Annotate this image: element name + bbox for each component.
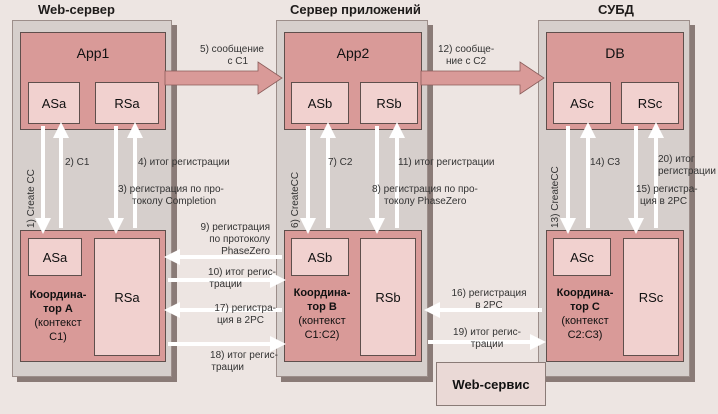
app1-label: App1 [76,45,110,61]
label-step-19: 19) итог регис-трации [453,327,521,350]
app2-label: App2 [336,45,370,61]
asa-coordinator-box: ASa [28,238,82,276]
rsb-app-box: RSb [360,82,418,124]
label-step-1: 1) Create CC [26,169,37,228]
label-step-10: 10) итог регис-трации [208,267,276,290]
label-step-8: 8) регистрация по про-токолу PhaseZero [372,184,478,207]
dbms-title: СУБД [598,2,634,17]
asc-db-box: ASc [553,82,611,124]
web-service-box: Web-сервис [436,362,546,406]
asb-coordinator-box: ASb [291,238,349,276]
label-step-6: 6) CreateCC [290,171,301,228]
rsb-coordinator-box: RSb [360,238,416,356]
arrow-step-5 [164,61,283,95]
label-step-15: 15) регистра-ция в 2PC [636,184,698,207]
rsa-app-box: RSa [95,82,159,124]
asa-app-box: ASa [28,82,80,124]
label-step-17: 17) регистра-ция в 2PC [214,303,276,326]
asc-coordinator-box: ASc [553,238,611,276]
db-label: DB [605,45,625,61]
label-step-4: 4) итог регистрации [138,157,230,168]
rsc-db-box: RSc [621,82,679,124]
rsc-coordinator-box: RSc [623,238,679,356]
label-step-12: 12) сообще-ние с C2 [438,44,495,67]
label-step-11: 11) итог регистрации [398,157,495,168]
label-step-3: 3) регистрация по про-токолу Completion [118,184,224,207]
label-step-18: 18) итог регис-трации [210,350,278,373]
arrow-step-12 [420,61,545,95]
web-server-title: Web-сервер [38,2,115,17]
label-step-2: 2) C1 [65,157,90,168]
label-step-14: 14) C3 [590,157,621,168]
app-server-title: Сервер приложений [290,2,421,17]
rsa-coordinator-box: RSa [94,238,160,356]
label-step-7: 7) C2 [328,157,353,168]
asb-app-box: ASb [291,82,349,124]
label-step-13: 13) CreateCC [550,166,561,228]
